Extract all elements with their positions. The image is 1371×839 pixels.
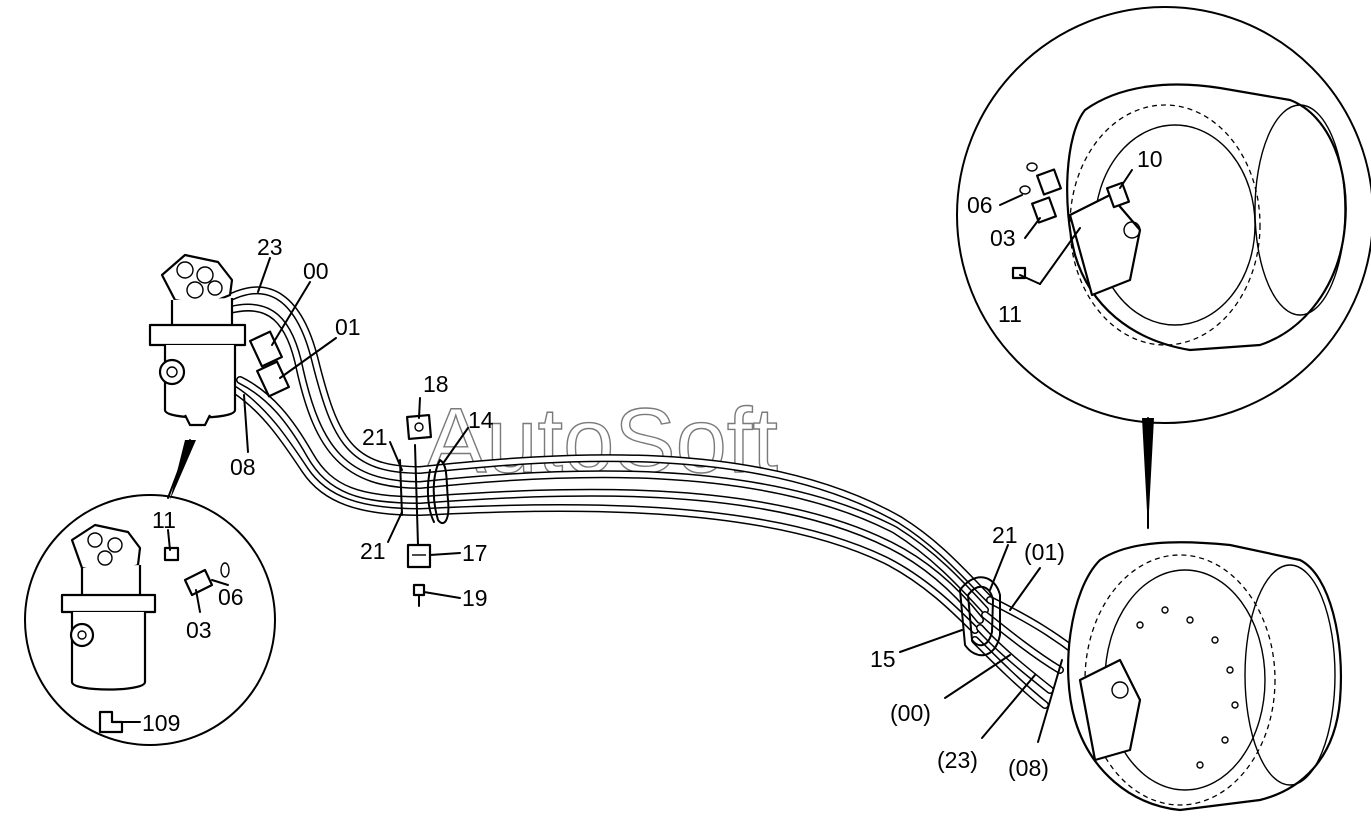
hose-bundle — [221, 286, 1114, 709]
label-17: 17 — [462, 540, 488, 566]
label-motor-23: (23) — [937, 747, 978, 773]
label-inset-right-03: 03 — [990, 225, 1016, 251]
motor-hose-clamp — [959, 576, 1001, 657]
label-inset-right-06: 06 — [967, 192, 993, 218]
travel-motor — [1067, 541, 1343, 812]
label-21-bottom: 21 — [360, 538, 386, 564]
label-18: 18 — [423, 371, 449, 397]
label-motor-15: 15 — [870, 646, 896, 672]
inset-left — [24, 439, 276, 746]
label-08: 08 — [230, 454, 256, 480]
label-19: 19 — [462, 585, 488, 611]
label-motor-00: (00) — [890, 700, 931, 726]
label-inset-left-06: 06 — [218, 584, 244, 610]
inset-right — [956, 6, 1371, 530]
label-23: 23 — [257, 234, 283, 260]
label-motor-01: (01) — [1024, 539, 1065, 565]
label-01: 01 — [335, 314, 361, 340]
leader-lines — [121, 169, 1133, 743]
label-inset-right-11: 11 — [998, 301, 1022, 327]
label-motor-21: 21 — [992, 522, 1018, 548]
label-14: 14 — [468, 407, 494, 433]
part-labels: 23 00 01 08 18 21 14 21 17 19 11 06 03 1… — [142, 146, 1163, 781]
label-inset-left-11: 11 — [152, 507, 176, 533]
label-inset-left-109: 109 — [142, 710, 180, 736]
label-inset-left-03: 03 — [186, 617, 212, 643]
center-joint — [148, 253, 247, 427]
label-21-top: 21 — [362, 424, 388, 450]
label-inset-right-10: 10 — [1137, 146, 1163, 172]
label-00: 00 — [303, 258, 329, 284]
label-motor-08: (08) — [1008, 755, 1049, 781]
